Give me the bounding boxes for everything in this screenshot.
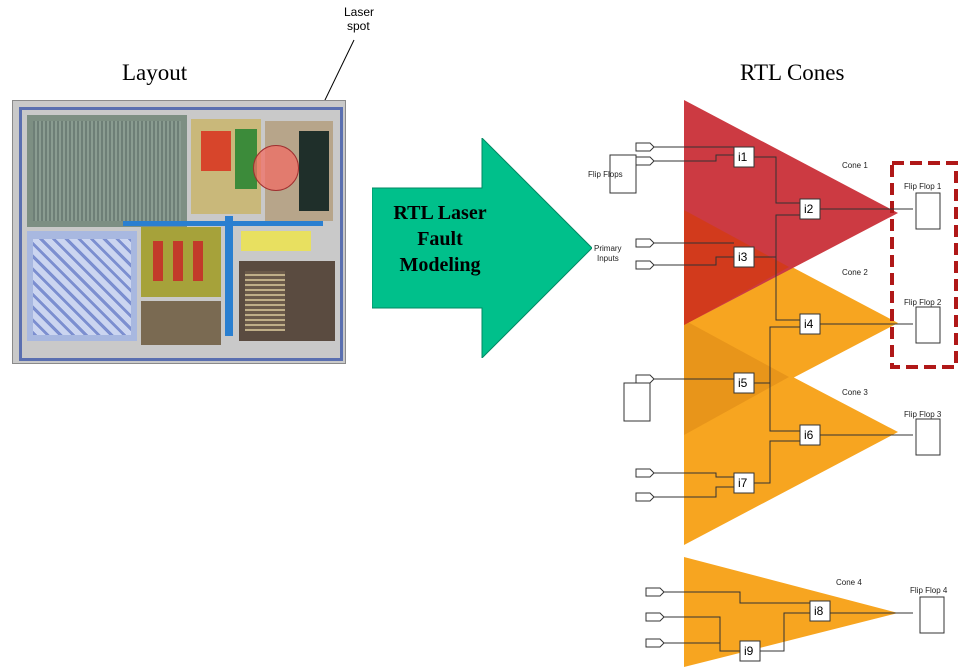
laser-spot-label-line1: Laser (344, 5, 375, 19)
arrow-label-line3: Modeling (399, 254, 481, 276)
arrow-label-line2: Fault (417, 228, 463, 250)
laser-spot-label: Laser spot (344, 5, 374, 33)
gate-i9 (739, 640, 761, 662)
gate-i6 (799, 424, 821, 446)
wires (654, 146, 913, 652)
flip-flop-1-label: Flip Flop 1 (904, 182, 942, 191)
gate-i7 (733, 472, 755, 494)
cone-1-label: Cone 1 (842, 161, 868, 170)
layout-title: Layout (122, 60, 188, 85)
input-pins (635, 142, 665, 648)
flip-flop-4-box (919, 596, 945, 634)
input-flip-flop-box-2 (623, 382, 651, 422)
flip-flop-4-label: Flip Flop 4 (910, 586, 948, 595)
flip-flop-3-label: Flip Flop 3 (904, 410, 942, 419)
chip-layout-image (12, 100, 346, 364)
gate-i2 (799, 198, 821, 220)
arrow-label-line1: RTL Laser (393, 202, 487, 224)
flip-flop-highlight-box (890, 161, 958, 369)
primary-inputs-label-line2: Inputs (597, 254, 619, 263)
gate-i5-label: i5 (738, 376, 748, 390)
gate-i4-label: i4 (804, 317, 814, 331)
gate-i8 (809, 600, 831, 622)
flip-flop-3-box (915, 418, 941, 456)
gate-i1-label: i1 (738, 150, 748, 164)
gate-i1 (733, 146, 755, 168)
cone-4-label: Cone 4 (836, 578, 862, 587)
gate-i9-label: i9 (744, 644, 754, 658)
cone-3-label: Cone 3 (842, 388, 868, 397)
arrow-label: RTL Laser Fault Modeling (372, 200, 508, 278)
laser-spot-label-line2: spot (347, 19, 370, 33)
input-flip-flop-box-1 (609, 154, 637, 194)
flip-flop-2-label: Flip Flop 2 (904, 298, 942, 307)
cone-4-shape (684, 557, 898, 667)
rtl-cones-title: RTL Cones (740, 60, 845, 85)
gate-i8-label: i8 (814, 604, 824, 618)
gate-i3-label: i3 (738, 250, 748, 264)
gate-i3 (733, 246, 755, 268)
primary-inputs-label-line1: Primary (594, 244, 622, 253)
flip-flop-1-box (915, 192, 941, 230)
rtl-cones-diagram: Flip Flops Primary Inputs Cone 1 Cone 2 … (588, 100, 958, 667)
flip-flop-2-box (915, 306, 941, 344)
gate-i4 (799, 313, 821, 335)
flip-flops-input-label: Flip Flops (588, 170, 623, 179)
rtl-laser-fault-modeling-arrow (372, 138, 592, 358)
gate-i7-label: i7 (738, 476, 748, 490)
gate-i6-label: i6 (804, 428, 814, 442)
gate-i2-label: i2 (804, 202, 814, 216)
gate-i5 (733, 372, 755, 394)
arrow-shape (372, 138, 592, 358)
cone-2-label: Cone 2 (842, 268, 868, 277)
